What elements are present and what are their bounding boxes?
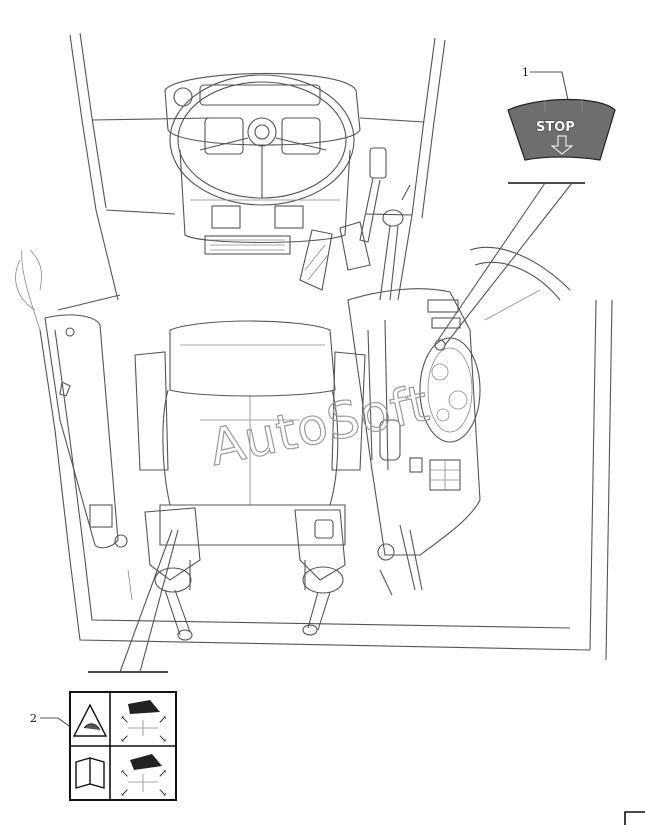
right-console <box>347 246 571 596</box>
left-panel-knob-icon <box>65 327 75 337</box>
svg-text:↙: ↙ <box>120 732 129 745</box>
stop-arrow-icon <box>550 135 574 155</box>
joysticks <box>144 507 346 641</box>
callout-2: 2 ↖ ↗ ↙ ↘ ↖ ↗ ↙ ↘ <box>30 529 179 801</box>
brake-pedals <box>204 235 291 255</box>
svg-text:↘: ↘ <box>158 786 167 799</box>
callout-1-number: 1 <box>522 66 529 79</box>
steering-wheel <box>169 74 355 206</box>
svg-text:↙: ↙ <box>120 786 129 799</box>
svg-text:↗: ↗ <box>158 713 167 726</box>
stop-decal-label: STOP <box>536 120 575 135</box>
right-levers <box>339 147 411 301</box>
manual-book-icon <box>75 757 105 789</box>
callout-2-number: 2 <box>30 712 37 725</box>
svg-text:↘: ↘ <box>158 732 167 745</box>
steering-assembly <box>164 72 361 291</box>
left-panel-lock-icon <box>59 381 71 397</box>
stop-decal <box>507 98 616 161</box>
warning-triangle-icon <box>72 703 108 737</box>
left-side-panel <box>44 314 133 601</box>
left-joystick-knob <box>177 629 193 641</box>
svg-text:↖: ↖ <box>120 713 129 726</box>
stop-button-location <box>434 339 446 351</box>
joystick-pattern-icon-1: ↖ ↗ ↙ ↘ <box>120 700 167 745</box>
watermark-text: AutoSoft <box>204 374 434 477</box>
callout-1: 1 STOP <box>437 66 616 346</box>
corner-mark <box>624 811 645 825</box>
operator-seat <box>134 320 366 590</box>
cab-frame <box>15 32 613 661</box>
accelerator-pedal <box>299 229 333 291</box>
svg-text:↗: ↗ <box>158 767 167 780</box>
right-joystick-knob <box>302 624 318 636</box>
svg-text:↖: ↖ <box>120 767 129 780</box>
joystick-pattern-icon-2: ↖ ↗ ↙ ↘ <box>120 754 167 799</box>
